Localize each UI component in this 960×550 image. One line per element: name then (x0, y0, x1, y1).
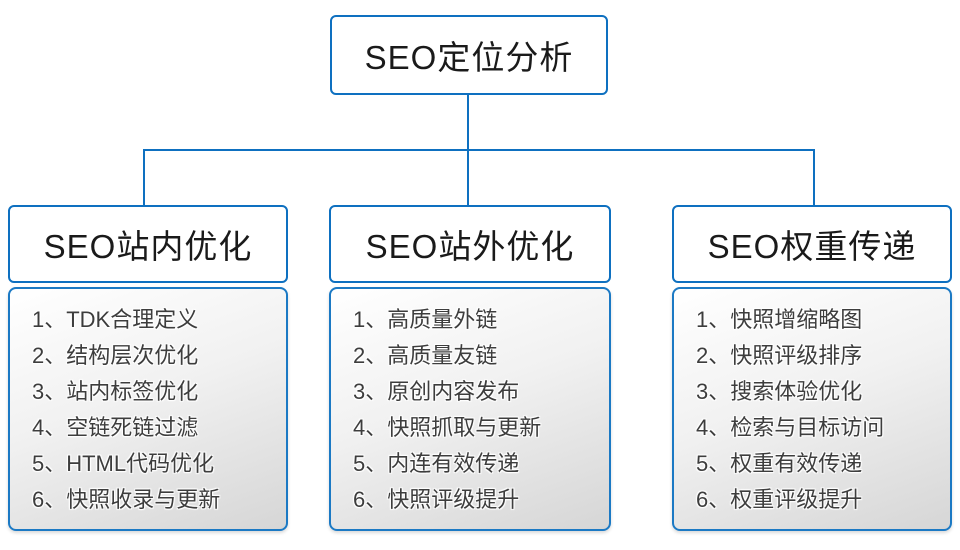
list-item: 1、快照增缩略图 (696, 307, 863, 332)
branch-panel-onsite: 1、TDK合理定义 2、结构层次优化 3、站内标签优化 4、空链死链过滤 5、H… (8, 287, 288, 531)
list-item: 3、搜索体验优化 (696, 379, 863, 404)
list-item: 3、原创内容发布 (353, 379, 520, 404)
branch-item-list: 1、高质量外链 2、高质量友链 3、原创内容发布 4、快照抓取与更新 5、内连有… (331, 289, 609, 518)
branch-node-weight: SEO权重传递 (672, 205, 952, 283)
list-item: 4、空链死链过滤 (32, 415, 199, 440)
connector-center-drop (467, 149, 469, 205)
connector-right-drop (813, 149, 815, 205)
branch-item-list: 1、快照增缩略图 2、快照评级排序 3、搜索体验优化 4、检索与目标访问 5、权… (674, 289, 950, 518)
connector-root-stem (467, 95, 469, 150)
root-node: SEO定位分析 (330, 15, 608, 95)
list-item: 1、高质量外链 (353, 307, 498, 332)
branch-node-title: SEO站内优化 (43, 228, 253, 265)
branch-node-onsite: SEO站内优化 (8, 205, 288, 283)
branch-item-list: 1、TDK合理定义 2、结构层次优化 3、站内标签优化 4、空链死链过滤 5、H… (10, 289, 286, 518)
list-item: 2、结构层次优化 (32, 343, 199, 368)
list-item: 5、HTML代码优化 (32, 451, 215, 476)
list-item: 4、检索与目标访问 (696, 415, 885, 440)
list-item: 2、高质量友链 (353, 343, 498, 368)
branch-panel-offsite: 1、高质量外链 2、高质量友链 3、原创内容发布 4、快照抓取与更新 5、内连有… (329, 287, 611, 531)
connector-left-drop (143, 149, 145, 205)
connector-cross-bar (143, 149, 815, 151)
list-item: 4、快照抓取与更新 (353, 415, 542, 440)
list-item: 3、站内标签优化 (32, 379, 199, 404)
list-item: 6、快照收录与更新 (32, 487, 221, 512)
list-item: 6、权重评级提升 (696, 487, 863, 512)
root-node-title: SEO定位分析 (364, 39, 574, 76)
branch-panel-weight: 1、快照增缩略图 2、快照评级排序 3、搜索体验优化 4、检索与目标访问 5、权… (672, 287, 952, 531)
list-item: 5、权重有效传递 (696, 451, 863, 476)
list-item: 6、快照评级提升 (353, 487, 520, 512)
branch-node-title: SEO权重传递 (707, 228, 917, 265)
branch-node-title: SEO站外优化 (365, 228, 575, 265)
list-item: 5、内连有效传递 (353, 451, 520, 476)
branch-node-offsite: SEO站外优化 (329, 205, 611, 283)
list-item: 2、快照评级排序 (696, 343, 863, 368)
list-item: 1、TDK合理定义 (32, 307, 199, 332)
